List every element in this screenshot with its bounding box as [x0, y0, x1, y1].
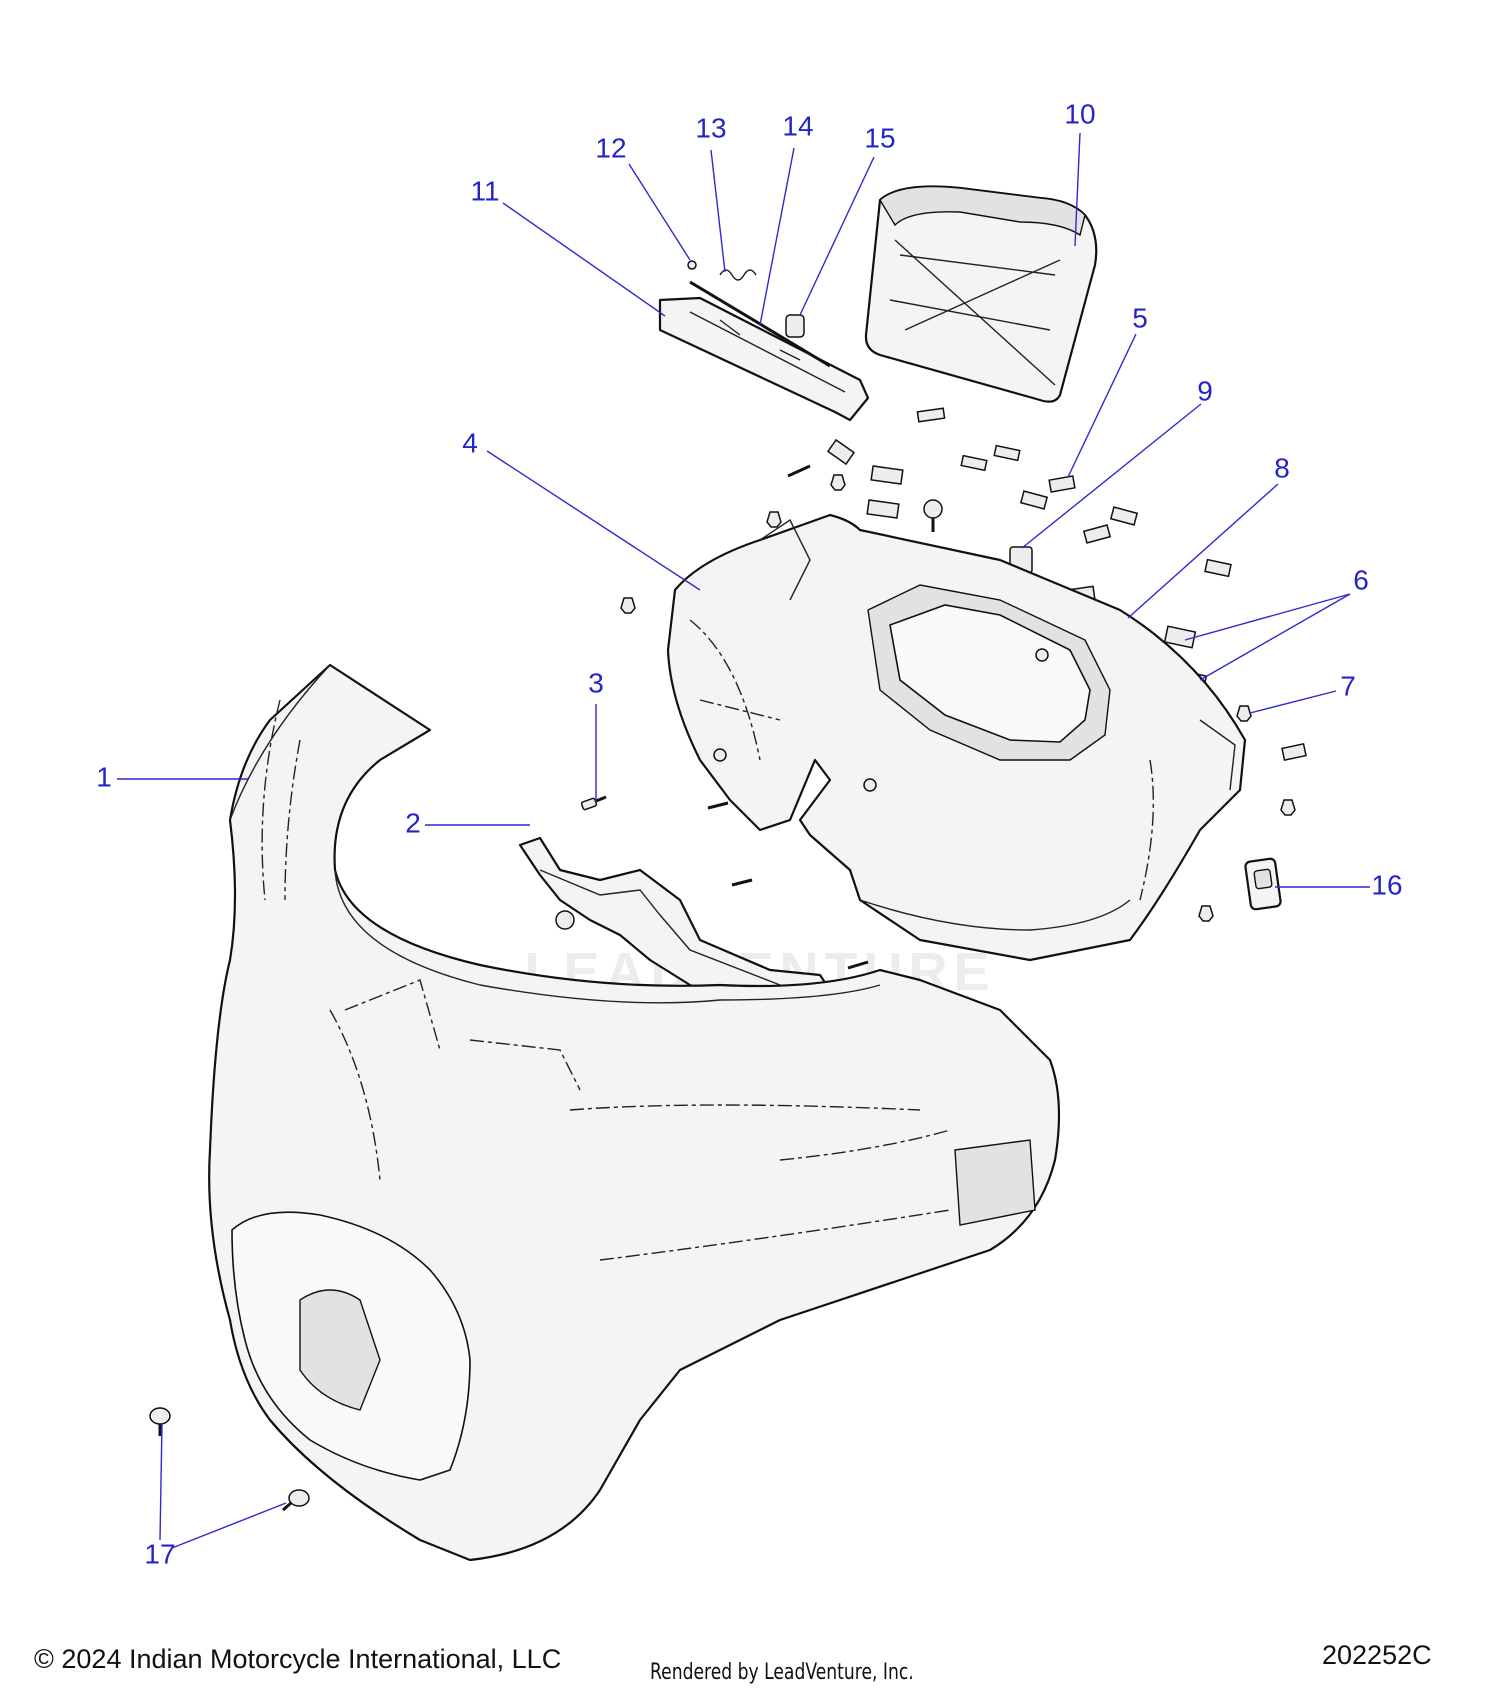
callout-2: 2 — [405, 807, 421, 838]
callout-8: 8 — [1274, 452, 1290, 483]
callout-numbers: 1 2 3 4 5 6 7 8 9 10 11 12 13 14 15 16 1… — [96, 98, 1402, 1569]
rendered-by-text: Rendered by LeadVenture, Inc. — [650, 1660, 914, 1685]
part-13-spring — [719, 269, 757, 281]
callout-4: 4 — [462, 427, 478, 458]
copyright-text: © 2024 Indian Motorcycle International, … — [34, 1644, 562, 1674]
callout-6: 6 — [1353, 564, 1369, 595]
leader-lines — [117, 132, 1370, 1549]
callout-9: 9 — [1197, 375, 1213, 406]
callout-16: 16 — [1371, 869, 1402, 900]
callout-14: 14 — [782, 110, 813, 141]
callout-13: 13 — [695, 112, 726, 143]
diagram-id-text: 202252C — [1322, 1640, 1432, 1670]
part-16-switch — [1244, 857, 1282, 911]
part-11-hinge-bracket — [658, 296, 870, 422]
callout-5: 5 — [1132, 302, 1148, 333]
callout-15: 15 — [864, 122, 895, 153]
callout-10: 10 — [1064, 98, 1095, 129]
part-17-screws — [149, 1407, 310, 1512]
callout-17: 17 — [144, 1538, 175, 1569]
part-12-retainer-ring — [687, 260, 697, 270]
part-1-outer-fairing — [208, 663, 1061, 1562]
callout-1: 1 — [96, 761, 112, 792]
part-3-screw — [580, 795, 607, 811]
screws-misc — [707, 801, 869, 970]
part-10-storage-bin — [864, 185, 1098, 403]
callout-3: 3 — [588, 667, 604, 698]
callout-12: 12 — [595, 132, 626, 163]
callout-11: 11 — [470, 175, 499, 206]
callout-7: 7 — [1340, 670, 1356, 701]
part-15-bushing — [785, 314, 805, 338]
part-4-inner-fairing — [666, 513, 1247, 962]
